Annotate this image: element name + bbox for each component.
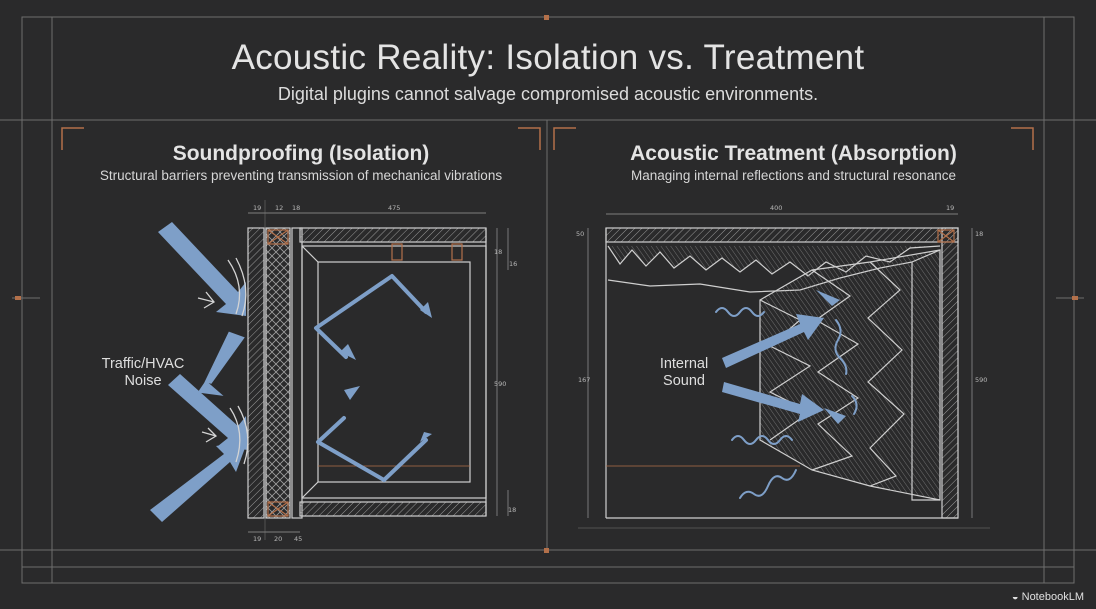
svg-text:167: 167 <box>578 376 590 384</box>
sound-waves <box>715 307 858 499</box>
panel-corners <box>61 127 1034 150</box>
noise-arrows <box>150 222 248 522</box>
svg-text:590: 590 <box>975 376 987 384</box>
internal-sound-label-line1: Internal <box>659 356 709 372</box>
notebooklm-icon: ◒ <box>1011 591 1019 603</box>
sound-arrows <box>722 290 846 424</box>
noise-label-line1: Traffic/HVAC <box>101 356 185 372</box>
svg-text:400: 400 <box>770 204 782 212</box>
page-title: Acoustic Reality: Isolation vs. Treatmen… <box>231 38 865 77</box>
internal-sound-label: Internal Sound <box>634 356 734 390</box>
svg-text:16: 16 <box>509 260 517 268</box>
left-panel-subtitle: Structural barriers preventing transmiss… <box>99 168 503 183</box>
svg-text:19: 19 <box>253 204 261 212</box>
svg-text:20: 20 <box>274 535 282 543</box>
right-panel-title: Acoustic Treatment (Absorption) <box>630 142 957 165</box>
noise-label-line2: Noise <box>124 373 162 389</box>
isolation-wall-section <box>247 200 509 540</box>
accent-marks <box>15 15 1078 553</box>
svg-text:50: 50 <box>576 230 584 238</box>
internal-sound-label-line2: Sound <box>663 373 705 389</box>
treatment-room-section <box>578 213 990 529</box>
brand-label: NotebookLM <box>1021 591 1084 603</box>
svg-text:19: 19 <box>946 204 954 212</box>
svg-text:18: 18 <box>292 204 300 212</box>
svg-text:18: 18 <box>494 248 502 256</box>
svg-text:18: 18 <box>508 506 516 514</box>
noise-label: Traffic/HVAC Noise <box>88 356 198 390</box>
reflection-arrows <box>314 274 428 482</box>
vibration-marks <box>197 257 249 465</box>
svg-text:45: 45 <box>294 535 302 543</box>
page-subtitle: Digital plugins cannot salvage compromis… <box>277 84 819 104</box>
dimension-labels: 19 12 18 475 18 16 590 18 19 20 45 400 1… <box>253 204 987 543</box>
svg-text:475: 475 <box>388 204 400 212</box>
left-panel-title: Soundproofing (Isolation) <box>172 142 430 165</box>
svg-text:590: 590 <box>494 380 506 388</box>
svg-text:18: 18 <box>975 230 983 238</box>
svg-text:19: 19 <box>253 535 261 543</box>
brand-watermark: ◒ NotebookLM <box>1012 591 1084 603</box>
svg-text:12: 12 <box>275 204 283 212</box>
right-panel-subtitle: Managing internal reflections and struct… <box>631 168 956 183</box>
